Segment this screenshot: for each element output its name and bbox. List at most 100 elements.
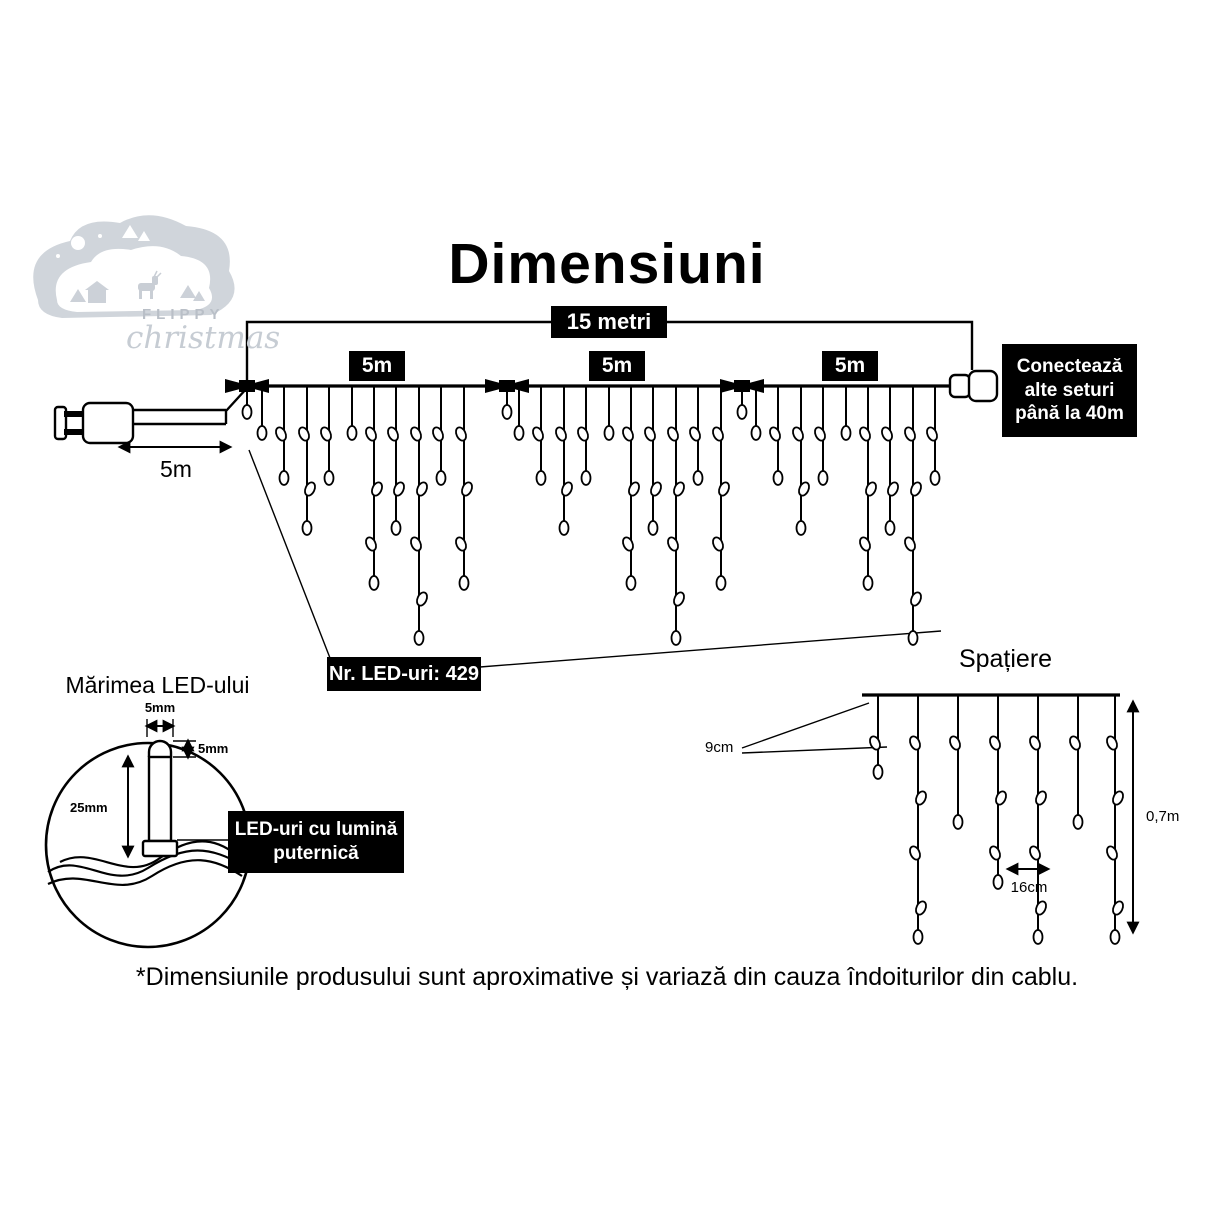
led-bulb — [323, 470, 335, 486]
led-bulb — [320, 426, 332, 442]
led-bulb — [872, 764, 884, 780]
led-bulb — [909, 845, 921, 861]
light-drop — [792, 386, 810, 536]
led-bulb — [817, 470, 829, 486]
led-bulb — [580, 470, 592, 486]
power-plug — [53, 401, 135, 445]
led-bulb — [413, 630, 425, 646]
led-bulb — [275, 426, 287, 442]
deer-icon — [138, 270, 162, 299]
led-bulb — [772, 470, 784, 486]
light-drop — [881, 386, 899, 536]
led-bulb — [859, 536, 871, 552]
led-bulb — [926, 426, 938, 442]
start-gap-leader-1 — [741, 702, 870, 749]
bulb-width-label: 5mm — [144, 700, 176, 715]
section-length-label-1: 5m — [349, 351, 405, 381]
spacing-heading: Spațiere — [958, 645, 1053, 673]
led-bulb — [390, 520, 402, 536]
led-size-heading: Mărimea LED-ului — [65, 672, 250, 698]
led-count-leader-left — [248, 449, 331, 659]
led-bulb — [881, 426, 893, 442]
led-bulb — [1072, 814, 1084, 830]
twisted-wire — [47, 849, 245, 877]
light-drop — [1069, 695, 1084, 830]
led-size-diagram — [44, 719, 252, 949]
start-gap-label: 9cm — [705, 739, 734, 756]
led-bulb — [647, 520, 659, 536]
led-bulb — [689, 426, 701, 442]
section-length-label-2: 5m — [589, 351, 645, 381]
led-bulb — [750, 425, 762, 441]
led-bulb — [909, 735, 921, 751]
led-bulb — [715, 575, 727, 591]
light-drop — [926, 386, 941, 486]
spacing-string-drops — [869, 695, 1124, 945]
led-bulb — [416, 481, 428, 497]
light-drop — [750, 386, 762, 441]
light-drop — [532, 386, 547, 486]
led-bulb — [1069, 735, 1081, 751]
led-bulb — [1035, 900, 1047, 916]
led-bulb — [1106, 845, 1118, 861]
led-bulb — [712, 426, 724, 442]
light-drop — [387, 386, 405, 536]
light-drop — [513, 386, 525, 441]
inline-connector — [485, 379, 529, 420]
light-drop — [989, 695, 1007, 890]
inline-connectors — [225, 379, 764, 420]
led-bulb — [301, 520, 313, 536]
section-length-label-3: 5m — [822, 351, 878, 381]
led-bulb — [278, 470, 290, 486]
body-height-label: 25mm — [70, 800, 108, 815]
light-drop — [410, 386, 428, 646]
led-bulb — [884, 520, 896, 536]
led-bulb — [455, 426, 467, 442]
light-drop — [712, 386, 730, 591]
light-drop — [869, 695, 884, 780]
led-bulb — [622, 426, 634, 442]
led-bulb — [432, 426, 444, 442]
drop-gap-label: 16cm — [1010, 879, 1048, 896]
light-drop — [859, 386, 877, 591]
light-drop — [577, 386, 592, 486]
led-bulb — [241, 404, 253, 420]
led-bulb — [298, 426, 310, 442]
led-bulb — [736, 404, 748, 420]
led-bulb — [650, 481, 662, 497]
connect-note-box: Conectează alte seturi până la 40m — [1002, 344, 1137, 437]
tree-icon — [122, 225, 138, 238]
brand-logo-art — [33, 215, 235, 318]
led-bulb — [501, 404, 513, 420]
led-bulb — [1032, 929, 1044, 945]
light-drop — [814, 386, 829, 486]
led-bulb — [989, 735, 1001, 751]
led-bulb — [1106, 735, 1118, 751]
led-bulb — [410, 426, 422, 442]
led-bulb — [887, 481, 899, 497]
led-bulb — [435, 470, 447, 486]
led-bulb — [1029, 735, 1041, 751]
led-bulb — [910, 591, 922, 607]
led-note-box: LED-uri cu lumină puternică — [228, 811, 404, 873]
led-bulb — [929, 470, 941, 486]
light-drop — [365, 386, 383, 591]
led-count-leader-right — [479, 630, 942, 668]
moon-icon — [71, 236, 85, 250]
led-bulb — [256, 425, 268, 441]
light-drop — [298, 386, 316, 536]
light-drop — [275, 386, 290, 486]
led-bulb — [461, 481, 473, 497]
light-drop — [909, 695, 927, 945]
tree-icon — [70, 289, 86, 302]
led-bulb — [622, 536, 634, 552]
led-bulb — [393, 481, 405, 497]
led-bulb — [769, 426, 781, 442]
led-base — [141, 839, 179, 858]
light-drop — [603, 386, 615, 441]
led-bulb — [667, 426, 679, 442]
led-bulb — [718, 481, 730, 497]
lead-length-label: 5m — [160, 456, 192, 482]
led-bulb — [1109, 929, 1121, 945]
